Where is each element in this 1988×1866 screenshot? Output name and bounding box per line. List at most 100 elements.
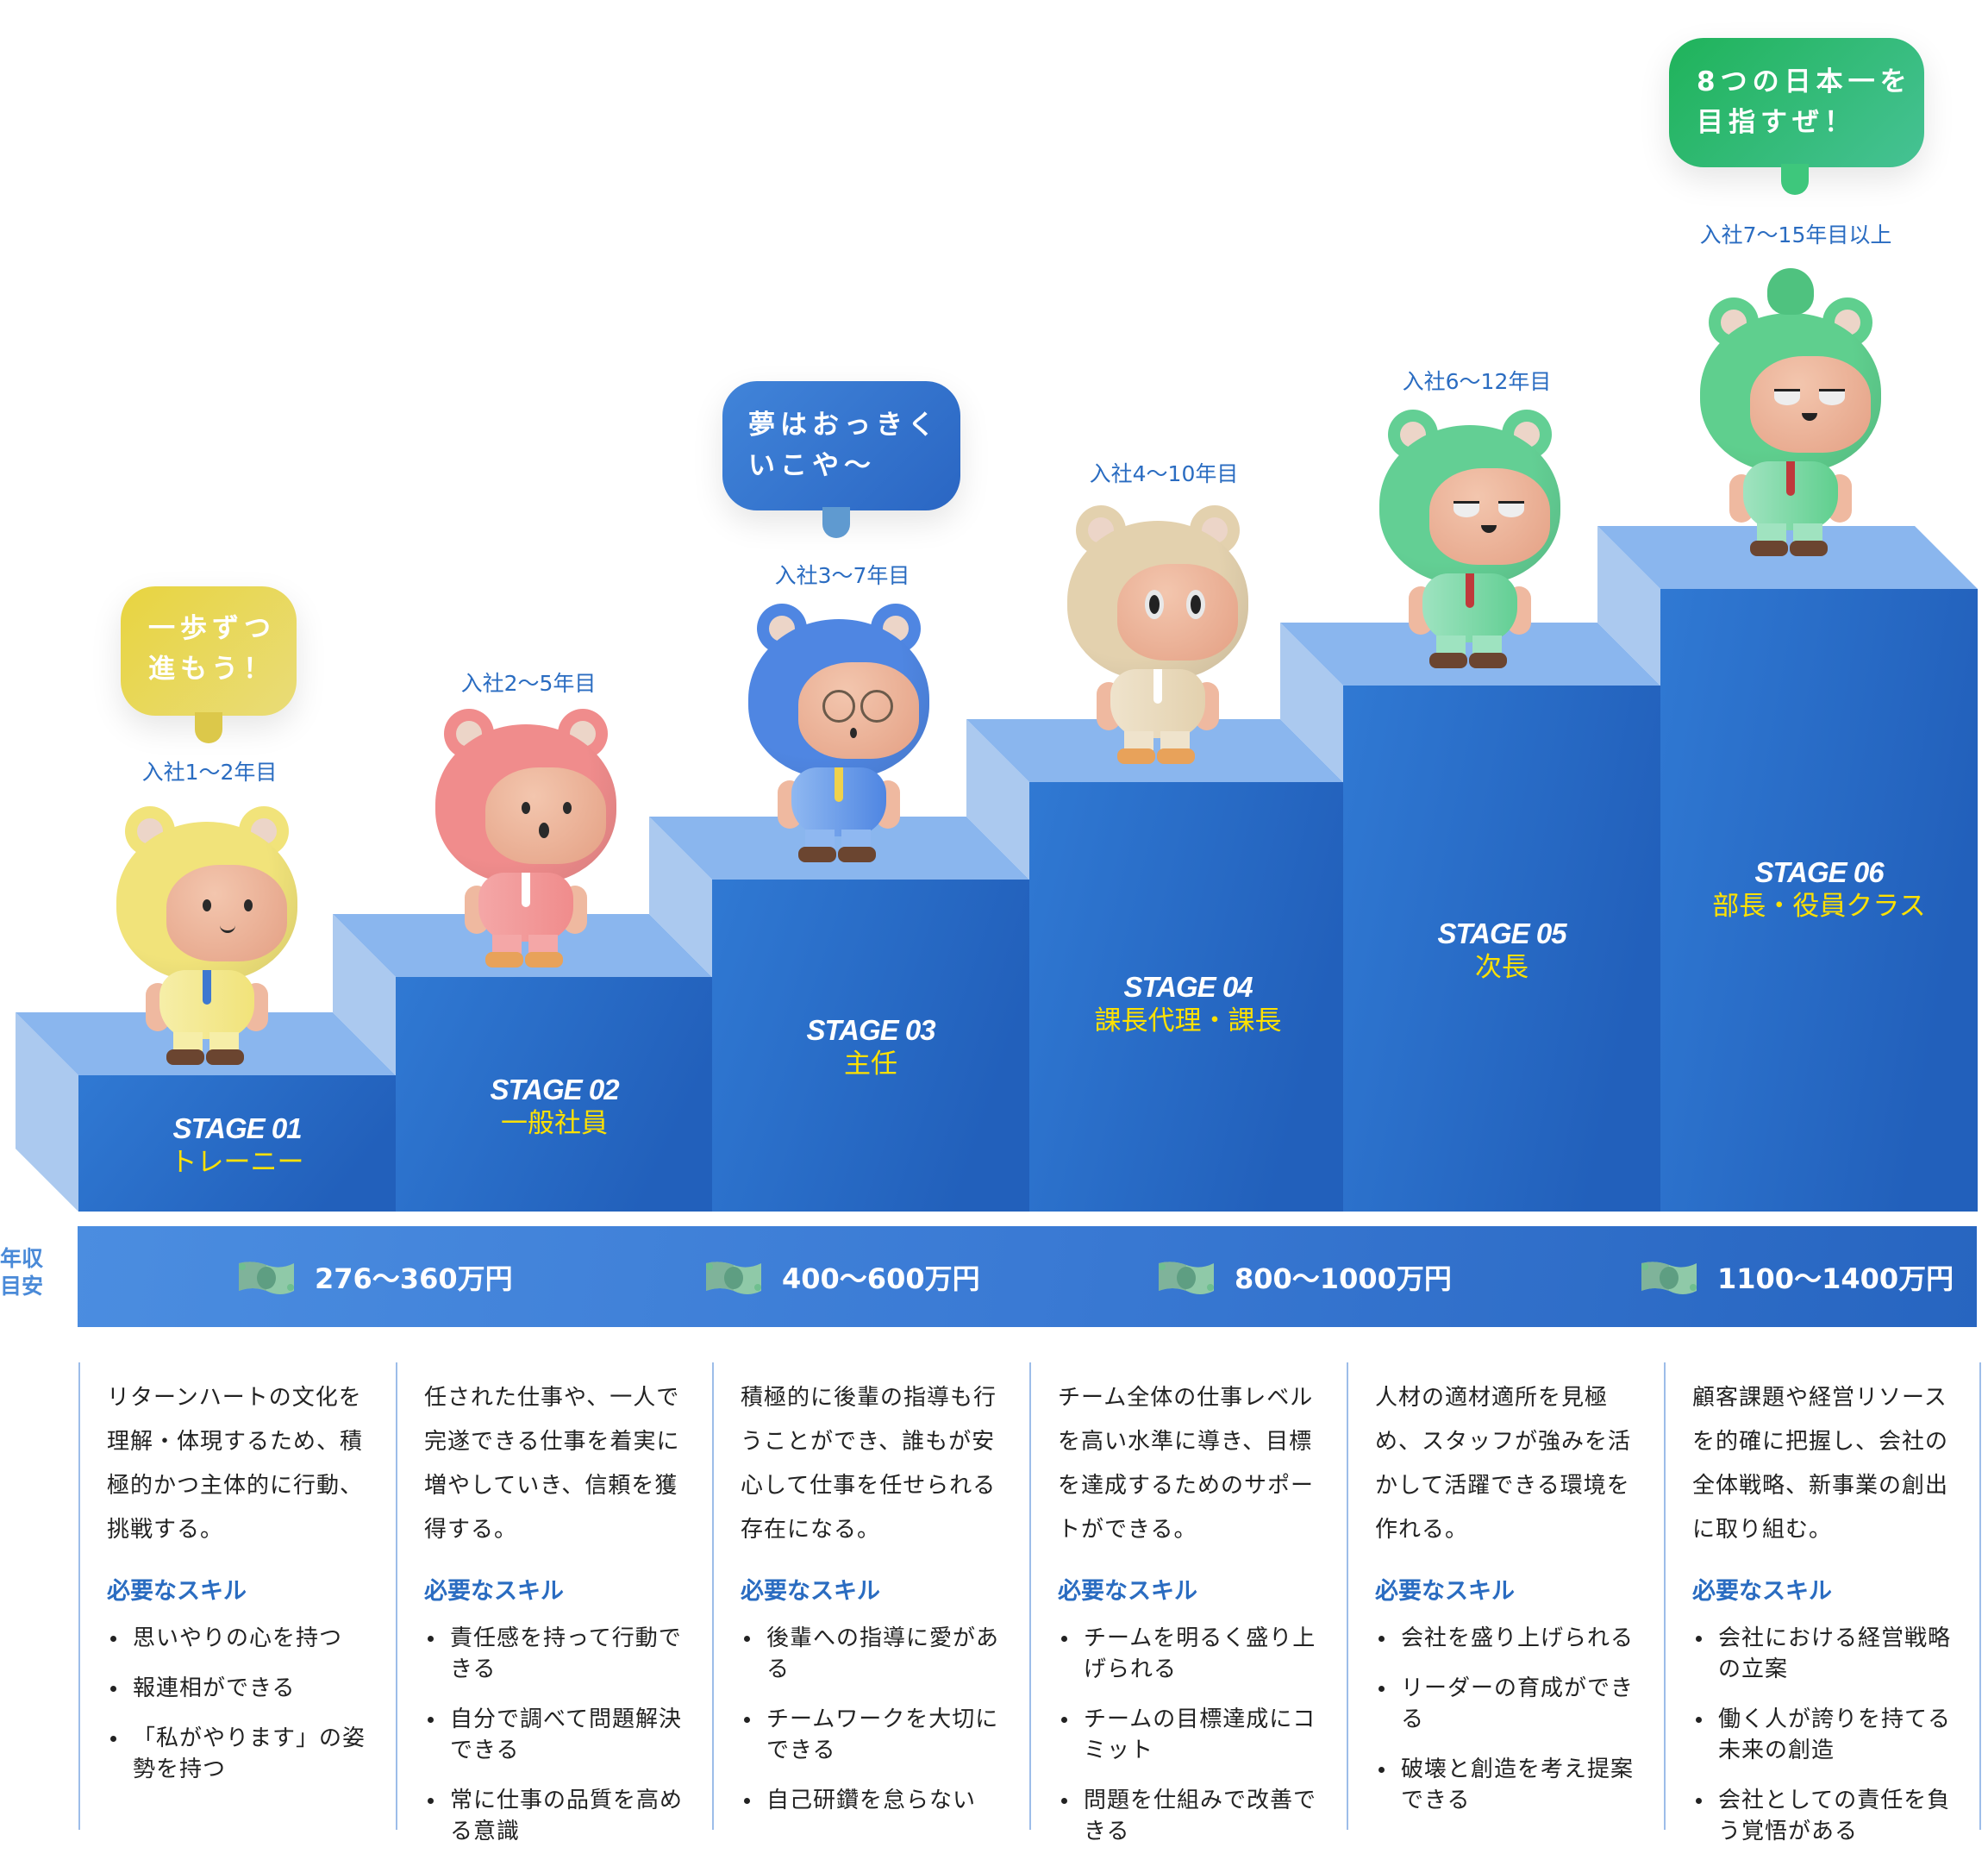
mascot-character-stage-03 (748, 604, 929, 862)
stage-role: 部長・役員クラス (1712, 891, 1926, 922)
step-top-face (966, 719, 1343, 782)
skills-list: 会社における経営戦略の立案働く人が誇りを持てる未来の創造会社としての責任を負う覚… (1692, 1623, 1960, 1847)
money-bill-shape (1159, 1261, 1214, 1294)
salary-range-4: 1100〜1400万円 (1640, 1226, 1954, 1327)
money-bill-icon (237, 1260, 296, 1294)
column-content: チーム全体の仕事レベルを高い水準に導き、目標を達成するためのサポートができる。必… (1058, 1376, 1325, 1866)
skill-text: 思いやりの心を持つ (133, 1625, 343, 1651)
leg (1124, 731, 1153, 750)
salary-range-text: 400〜600万円 (782, 1262, 980, 1295)
skill-item: チームを明るく盛り上げられる (1058, 1623, 1325, 1685)
shoe (525, 952, 563, 967)
skill-text: 責任感を持って行動できる (450, 1625, 682, 1682)
step-top-face (1597, 526, 1978, 589)
stage-detail-column: 積極的に後輩の指導も行うことができ、誰もが安心して仕事を任せられる存在になる。必… (712, 1362, 1029, 1830)
face (1117, 564, 1238, 661)
skills-heading: 必要なスキル (107, 1578, 247, 1605)
skill-item: 会社としての責任を負う覚悟がある (1692, 1785, 1960, 1847)
stage-detail-column: 任された仕事や、一人で完遂できる仕事を着実に増やしていき、信頼を獲得する。必要な… (396, 1362, 712, 1844)
skill-item: 会社における経営戦略の立案 (1692, 1623, 1960, 1685)
skills-list: 思いやりの心を持つ報連相ができる「私がやります」の姿勢を持つ (107, 1623, 374, 1785)
stage-description: 人材の適材適所を見極め、スタッフが強みを活かして活躍できる環境を作れる。 (1375, 1385, 1632, 1543)
bullet-icon (1696, 1636, 1702, 1642)
salary-band: 276〜360万円 400〜600万円 800〜1000万円 1100〜1400… (78, 1226, 1977, 1327)
bullet-icon (1696, 1717, 1702, 1723)
skill-text: チームを明るく盛り上げられる (1084, 1625, 1316, 1682)
stage-role: 一般社員 (501, 1108, 608, 1139)
stage-detail-column: 顧客課題や経営リソースを的確に把握し、会社の全体戦略、新事業の創出に取り組む。必… (1664, 1362, 1981, 1844)
skill-text: チームワークを大切にできる (766, 1706, 999, 1763)
skill-item: 問題を仕組みで改善できる (1058, 1785, 1325, 1847)
skills-heading: 必要なスキル (1375, 1578, 1515, 1605)
skills-list: 会社を盛り上げられるリーダーの育成ができる破壊と創造を考え提案できる (1375, 1623, 1642, 1816)
step-top-face (16, 1012, 396, 1075)
tenure-label-stage-02: 入社2〜5年目 (460, 671, 597, 696)
leg (173, 1032, 203, 1051)
bubble-text: 夢はおっきく いこや〜 (748, 410, 940, 481)
bullet-icon (428, 1636, 434, 1642)
skill-item: チームワークを大切にできる (741, 1704, 1008, 1766)
stage-number: STAGE 04 (1123, 971, 1253, 1003)
step-front-face (78, 1075, 396, 1212)
leg (1793, 523, 1822, 542)
skill-item: 責任感を持って行動できる (424, 1623, 691, 1685)
skills-heading: 必要なスキル (424, 1578, 564, 1605)
step-front-face (1343, 686, 1660, 1212)
skill-text: 常に仕事の品質を高める意識 (450, 1788, 684, 1844)
leg (492, 935, 522, 954)
skill-item: 「私がやります」の姿勢を持つ (107, 1723, 374, 1785)
skill-text: 問題を仕組みで改善できる (1084, 1788, 1317, 1844)
skills-heading: 必要なスキル (1058, 1578, 1197, 1605)
face (485, 767, 606, 864)
step-side-face (1597, 526, 1660, 686)
stage-role: 課長代理・課長 (1094, 1005, 1282, 1036)
skill-text: 「私がやります」の姿勢を持つ (133, 1725, 366, 1782)
skill-item: 後輩への指導に愛がある (741, 1623, 1008, 1685)
skills-heading: 必要なスキル (741, 1578, 880, 1605)
shoe (1117, 748, 1155, 764)
bubble-tail (195, 712, 222, 743)
leg (1436, 636, 1466, 654)
skill-text: 会社における経営戦略の立案 (1718, 1625, 1952, 1682)
stage-detail-column: チーム全体の仕事レベルを高い水準に導き、目標を達成するためのサポートができる。必… (1029, 1362, 1347, 1844)
flame-creature-icon (1767, 268, 1814, 315)
stage-role: 主任 (844, 1049, 897, 1080)
skills-list: チームを明るく盛り上げられるチームの目標達成にコミット問題を仕組みで改善できる (1058, 1623, 1325, 1847)
tie (203, 970, 211, 1005)
skill-text: 後輩への指導に愛がある (766, 1625, 1000, 1682)
money-bill-shape (239, 1261, 294, 1294)
shoe (1469, 653, 1507, 668)
skill-item: 報連相ができる (107, 1673, 374, 1704)
stage-description: 顧客課題や経営リソースを的確に把握し、会社の全体戦略、新事業の創出に取り組む。 (1692, 1385, 1949, 1543)
shoe (485, 952, 523, 967)
bullet-icon (1378, 1686, 1385, 1692)
bullet-icon (1696, 1798, 1702, 1804)
bullet-icon (110, 1736, 116, 1742)
money-bill-icon (704, 1260, 763, 1294)
skill-item: 働く人が誇りを持てる未来の創造 (1692, 1704, 1960, 1766)
step-front-face (1660, 589, 1978, 1212)
skills-list: 責任感を持って行動できる自分で調べて問題解決できる常に仕事の品質を高める意識 (424, 1623, 691, 1847)
bullet-icon (110, 1636, 116, 1642)
shoe (166, 1049, 204, 1065)
step-side-face (16, 1012, 78, 1212)
stage-description: 任された仕事や、一人で完遂できる仕事を着実に増やしていき、信頼を獲得する。 (424, 1385, 680, 1543)
bullet-icon (1378, 1636, 1385, 1642)
bubble-text: 8つの日本一を 目指すぜ！ (1697, 66, 1912, 138)
money-bill-icon (1640, 1260, 1698, 1294)
stage-description: 積極的に後輩の指導も行うことができ、誰もが安心して仕事を任せられる存在になる。 (741, 1385, 997, 1543)
column-content: 積極的に後輩の指導も行うことができ、誰もが安心して仕事を任せられる存在になる。必… (741, 1376, 1008, 1835)
bubble-tail (822, 507, 850, 538)
mascot-character-stage-01 (116, 806, 297, 1065)
skill-item: リーダーの育成ができる (1375, 1673, 1642, 1735)
bullet-icon (428, 1717, 434, 1723)
tie (1153, 669, 1162, 704)
shoe (798, 847, 836, 862)
step-front-face (712, 880, 1029, 1212)
face (798, 662, 919, 759)
salary-range-1: 276〜360万円 (237, 1226, 513, 1327)
